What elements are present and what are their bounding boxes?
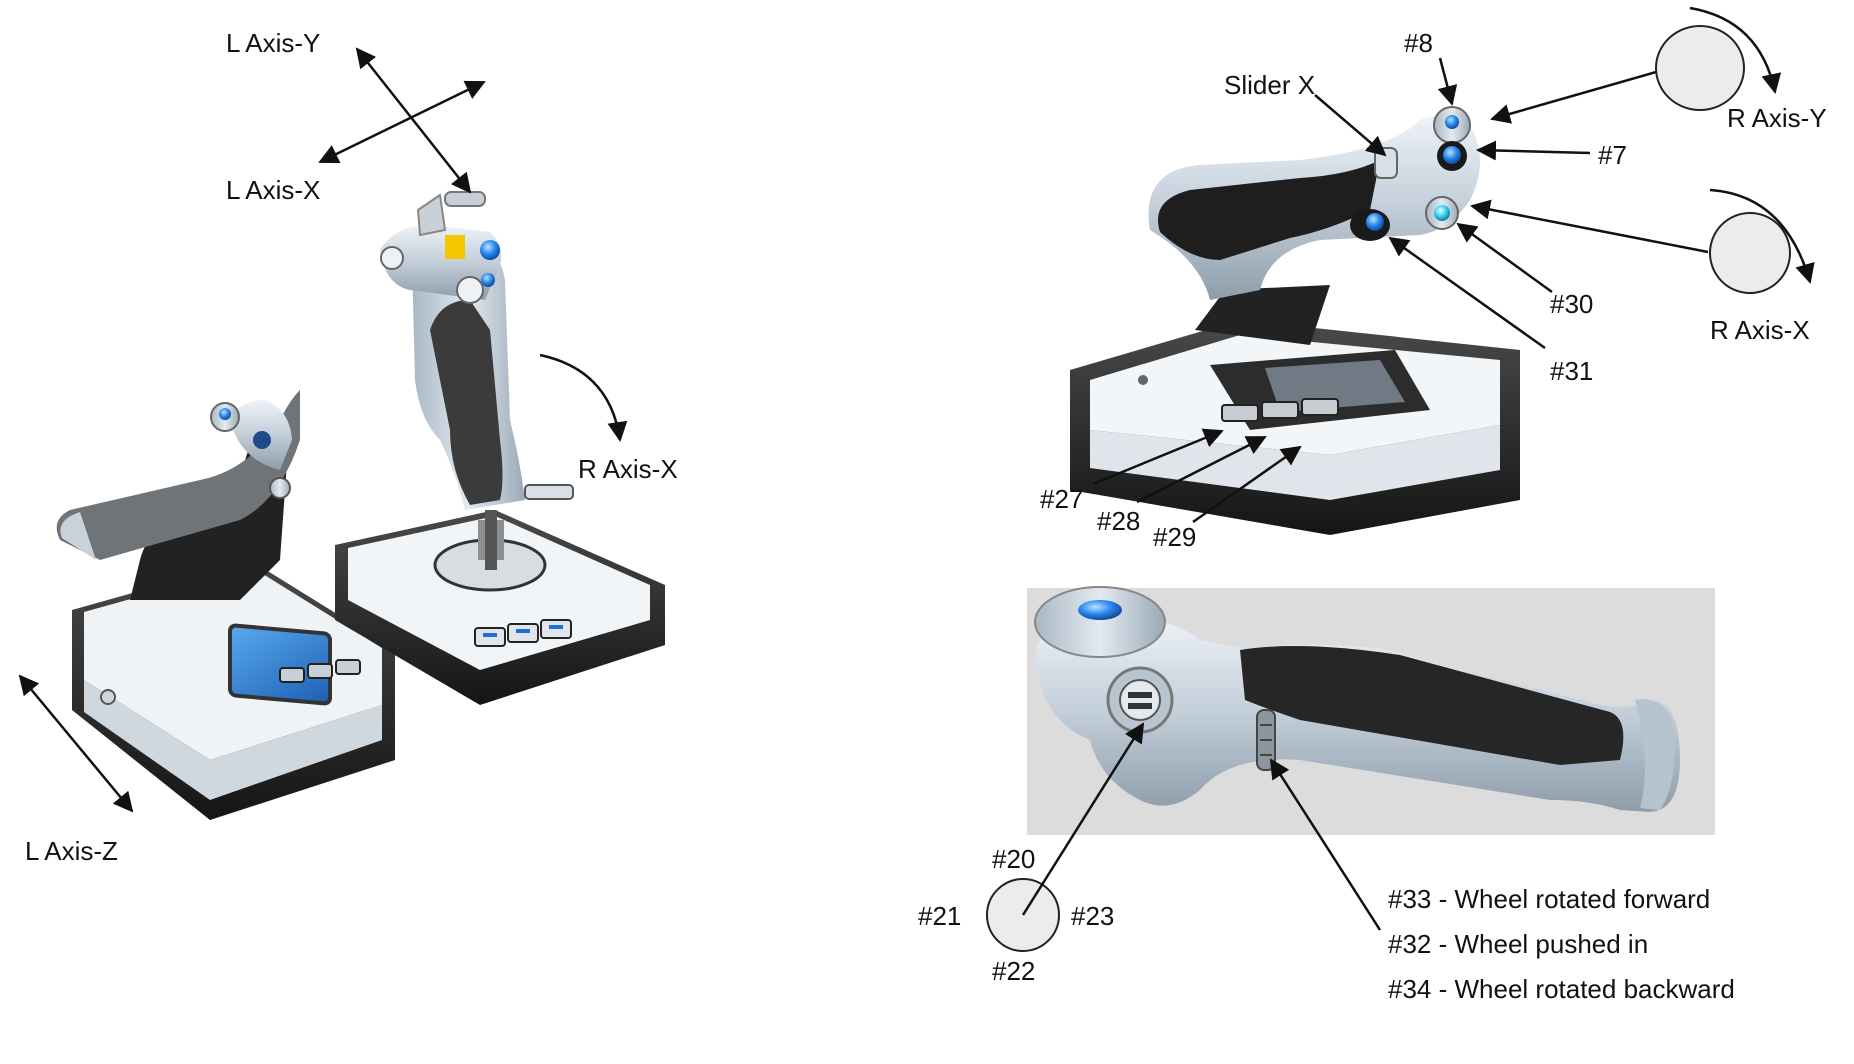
hat-left-label: #21 — [918, 901, 962, 931]
r-axis-y-rotation-arrow — [1689, 6, 1782, 94]
l-axis-z-arrow — [18, 674, 134, 813]
button-31-label: #31 — [1550, 356, 1594, 386]
button-7-label: #7 — [1598, 140, 1627, 170]
slider-x-label: Slider X — [1224, 70, 1316, 100]
l-axis-y-label: L Axis-Y — [226, 28, 321, 58]
throttle-closeup-illustration — [1070, 106, 1520, 535]
hotas-set-illustration — [56, 191, 665, 820]
b27-leader — [1092, 428, 1224, 486]
wheel-legend-backward: #34 - Wheel rotated backward — [1388, 974, 1735, 1004]
l-axis-x-arrow — [318, 80, 486, 164]
slider-x-leader — [1314, 94, 1387, 157]
wheel-legend-pushed: #32 - Wheel pushed in — [1388, 929, 1649, 959]
b28-leader — [1136, 435, 1267, 504]
b30-leader — [1456, 222, 1553, 294]
r-axis-y-leader — [1490, 70, 1657, 124]
hat-up-label: #20 — [992, 844, 1036, 874]
r-axis-x-arrow-left — [539, 353, 628, 442]
rotation-indicators — [1655, 6, 1815, 294]
r-axis-x-label-left: R Axis-X — [578, 454, 678, 484]
l-axis-y-arrow — [355, 47, 472, 194]
button-28-label: #28 — [1097, 506, 1141, 536]
l-axis-z-label: L Axis-Z — [25, 836, 118, 866]
r-axis-x-label: R Axis-X — [1710, 315, 1810, 345]
hat-down-label: #22 — [992, 956, 1036, 986]
r-axis-y-dial — [1655, 25, 1745, 111]
hat-switch-leader — [1021, 722, 1145, 916]
b7-leader — [1476, 140, 1591, 161]
r-axis-x-dial — [1709, 212, 1791, 294]
button-29-label: #29 — [1153, 522, 1197, 552]
hat-switch-diagram — [986, 722, 1382, 952]
hat-right-label: #23 — [1071, 901, 1115, 931]
button-8-label: #8 — [1404, 28, 1433, 58]
wheel-legend-forward: #33 - Wheel rotated forward — [1388, 884, 1711, 914]
button-27-label: #27 — [1040, 484, 1084, 514]
hat-switch-circle — [986, 878, 1060, 952]
grip-photo — [1027, 586, 1715, 835]
left-axis-arrows — [18, 47, 628, 813]
l-axis-x-label: L Axis-X — [226, 175, 321, 205]
r-axis-x-rotation-arrow — [1709, 188, 1815, 284]
r-axis-x-leader — [1470, 199, 1709, 254]
top-right-leader-lines — [1092, 57, 1709, 524]
button-30-label: #30 — [1550, 289, 1594, 319]
b29-leader — [1192, 445, 1302, 524]
r-axis-y-label: R Axis-Y — [1727, 103, 1827, 133]
b31-leader — [1388, 236, 1546, 350]
b8-leader — [1437, 57, 1458, 106]
wheel-leader — [1269, 758, 1382, 931]
